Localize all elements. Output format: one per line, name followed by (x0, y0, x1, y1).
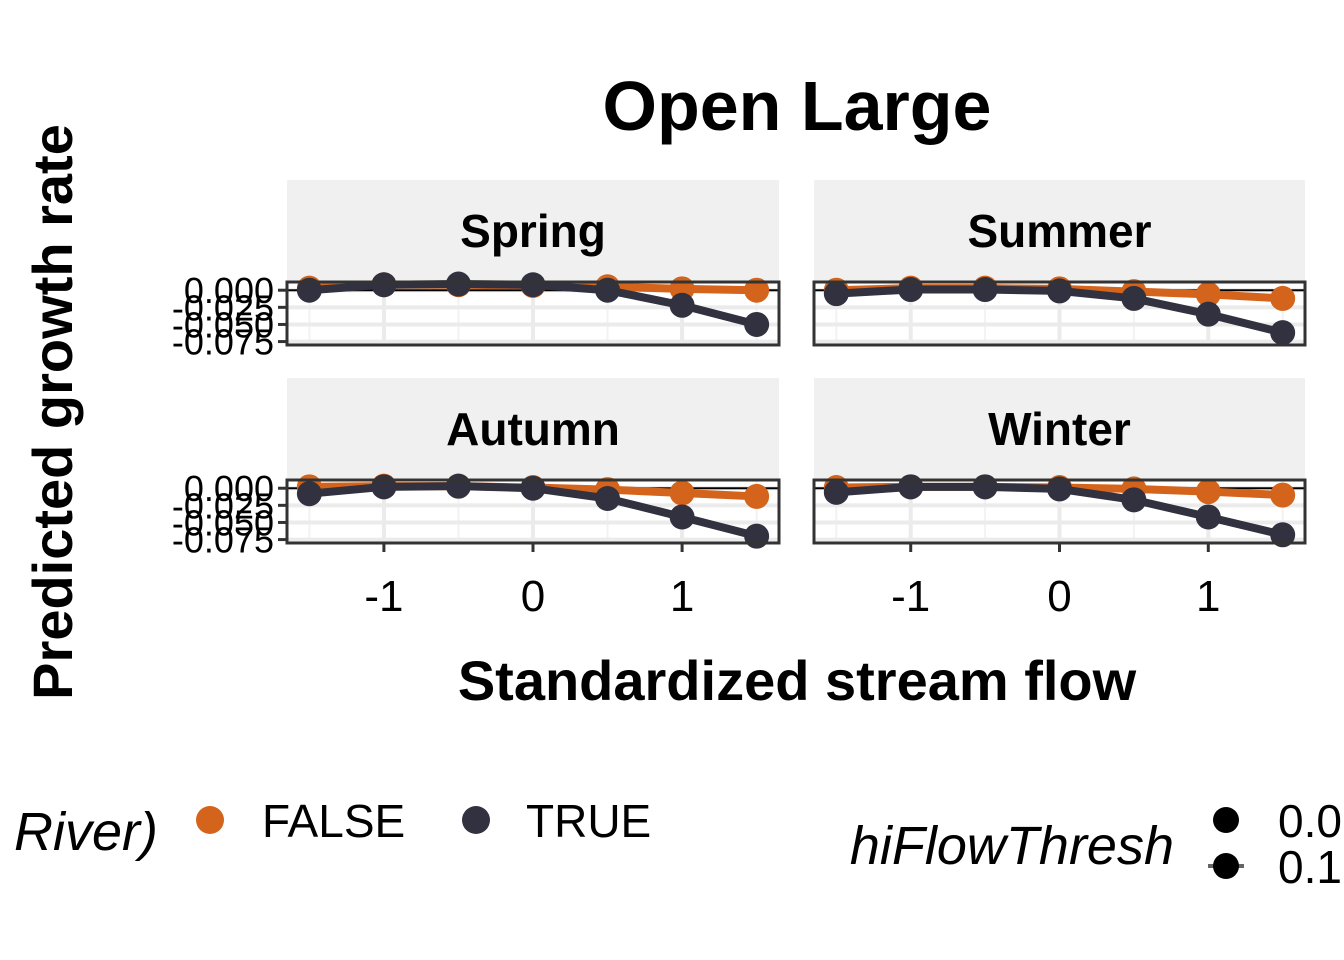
data-point-false (1270, 482, 1296, 508)
data-point-false (744, 277, 770, 303)
facet-strip (287, 180, 779, 282)
facet-strip (814, 180, 1305, 282)
data-point-true (744, 311, 770, 337)
data-point-true (823, 281, 849, 307)
facet-spring: Spring 0.000-0.025-0.050-0.075 (172, 180, 781, 363)
data-point-true (1121, 285, 1147, 311)
y-tick-label: -0.025 (172, 485, 274, 526)
panel-border (285, 280, 781, 347)
data-point-true (520, 475, 546, 501)
y-tick-label: -0.050 (172, 502, 274, 543)
data-point-true (1270, 320, 1296, 346)
facet-strip (814, 378, 1305, 480)
legend-shape-label: 0.1 (1278, 841, 1342, 893)
data-point-true (520, 272, 546, 298)
legend-color-title: River) (14, 802, 158, 862)
data-point-false (1195, 281, 1221, 307)
data-point-true (371, 272, 397, 298)
facet-strip (287, 378, 779, 480)
legend-label-true: TRUE (526, 795, 651, 847)
y-tick-label: -0.050 (172, 304, 274, 345)
data-point-true (744, 523, 770, 549)
legend: River) FALSE TRUE hiFlowThresh 0.00.1 (14, 795, 1342, 893)
data-point-true (371, 474, 397, 500)
data-point-false (669, 480, 695, 506)
data-point-true (972, 474, 998, 500)
legend-shape-title: hiFlowThresh (850, 816, 1174, 876)
legend-label-false: FALSE (262, 795, 405, 847)
legend-key-false (196, 806, 224, 834)
legend-shape-label: 0.0 (1278, 795, 1342, 847)
facet-strip-label: Autumn (446, 403, 620, 455)
x-tick-label: -1 (364, 572, 403, 621)
data-point-true (898, 474, 924, 500)
facet-strip-label: Winter (988, 403, 1131, 455)
data-point-true (296, 277, 322, 303)
y-tick-label: -0.075 (172, 520, 274, 561)
y-tick-label: -0.025 (172, 287, 274, 328)
data-point-true (595, 277, 621, 303)
data-point-true (1047, 476, 1072, 502)
data-point-true (823, 479, 849, 505)
y-tick-label: 0.000 (184, 468, 274, 509)
data-point-true (669, 292, 695, 318)
legend-shape-key (1213, 807, 1239, 833)
data-point-false (1270, 285, 1296, 311)
data-point-true (1195, 504, 1221, 530)
data-point-true (296, 481, 322, 507)
panel-border (812, 280, 1307, 347)
data-point-false (744, 483, 770, 509)
data-point-true (669, 504, 695, 530)
legend-key-true (462, 806, 490, 834)
facet-strip-label: Summer (967, 205, 1151, 257)
y-axis-title: Predicted growth rate (21, 124, 84, 700)
x-axis-title: Standardized stream flow (458, 649, 1137, 712)
data-point-true (595, 485, 621, 511)
facet-strip-label: Spring (460, 205, 606, 257)
facet-panels: Spring0.000-0.025-0.050-0.075SummerAutum… (172, 180, 1307, 621)
y-tick-label: -0.075 (172, 322, 274, 363)
x-tick-label: 0 (1047, 572, 1071, 621)
facet-winter: Winter -1 0 1 (812, 378, 1307, 621)
data-point-true (1195, 301, 1221, 327)
x-tick-label: 0 (521, 572, 545, 621)
data-point-true (445, 271, 471, 297)
facet-autumn: Autumn 0.000-0.025-0.050-0.075 -1 0 1 (172, 378, 781, 621)
x-tick-label: -1 (891, 572, 930, 621)
data-point-true (1121, 487, 1147, 513)
data-point-true (445, 473, 471, 499)
x-tick-label: 1 (1196, 572, 1220, 621)
facet-summer: Summer (812, 180, 1307, 347)
x-tick-label: 1 (670, 572, 694, 621)
data-point-true (1270, 522, 1296, 548)
y-tick-label: 0.000 (184, 270, 274, 311)
data-point-true (1047, 278, 1072, 304)
data-point-false (1195, 479, 1221, 505)
chart-title: Open Large (603, 67, 992, 145)
